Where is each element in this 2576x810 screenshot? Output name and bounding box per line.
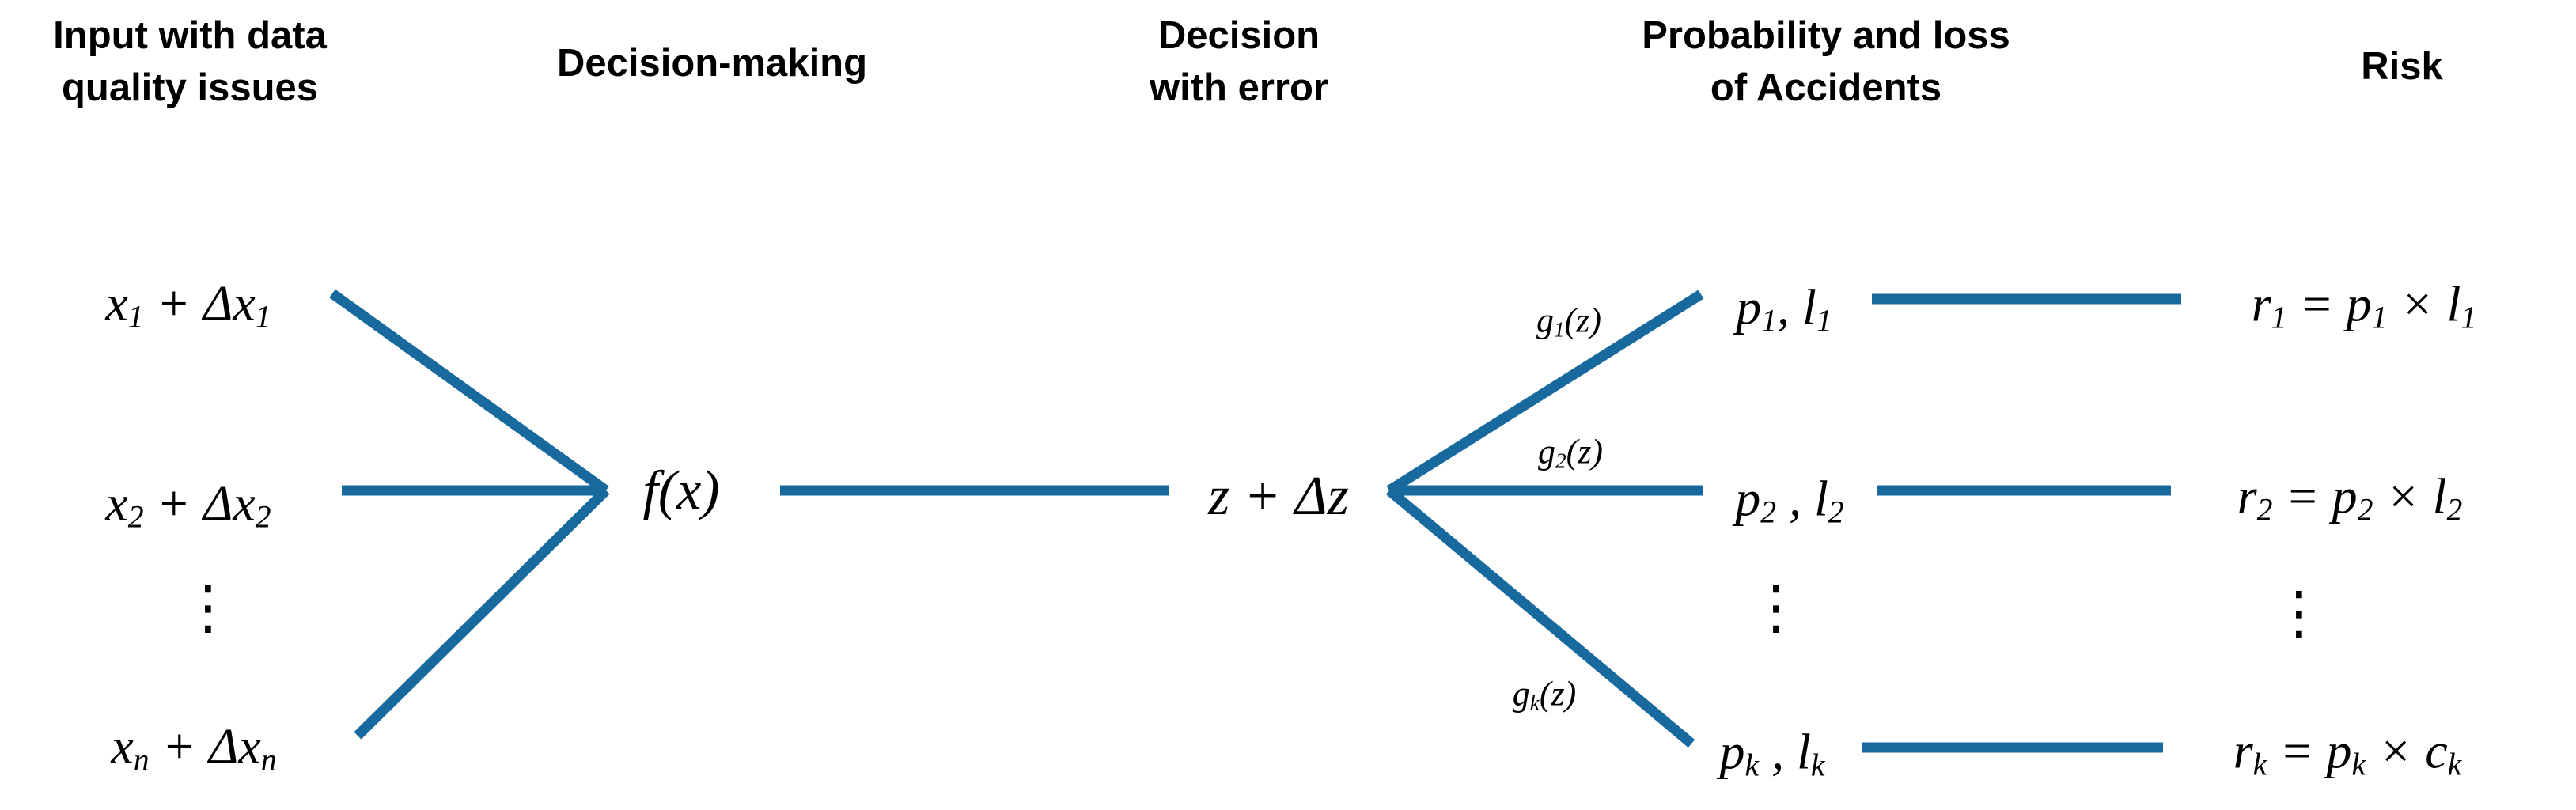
node-p2l2: p2 , l2 bbox=[1735, 470, 1844, 530]
input-ellipsis: ⋮ bbox=[179, 573, 237, 642]
node-xn: xn + Δxn bbox=[111, 717, 277, 778]
node-p1l1: p1, l1 bbox=[1736, 278, 1832, 339]
node-zdz: z + Δz bbox=[1208, 466, 1349, 527]
edge-label-g1: g1(z) bbox=[1536, 301, 1602, 342]
node-x2: x2 + Δx2 bbox=[105, 475, 271, 535]
header-decision-error: Decision with error bbox=[1150, 9, 1328, 114]
edge-label-gk: gk(z) bbox=[1512, 674, 1577, 715]
header-decision-making: Decision-making bbox=[557, 37, 867, 89]
prob-ellipsis: ⋮ bbox=[1747, 573, 1805, 642]
edge-z-to-p1 bbox=[1386, 290, 1704, 495]
header-risk: Risk bbox=[2361, 40, 2443, 93]
node-rk: rk = pk × ck bbox=[2233, 722, 2462, 782]
node-r2: r2 = p2 × l2 bbox=[2237, 467, 2463, 528]
edge-xn-to-fx bbox=[354, 486, 610, 740]
header-decision-making-line1: Decision-making bbox=[556, 42, 868, 85]
edge-z-to-pk bbox=[1385, 486, 1695, 748]
node-r1: r1 = p1 × l1 bbox=[2251, 275, 2477, 335]
header-decision-error-line2: with error bbox=[1150, 66, 1328, 109]
header-prob-loss-line2: of Accidents bbox=[1710, 66, 1942, 109]
node-x1: x1 + Δx1 bbox=[105, 274, 271, 335]
header-risk-line1: Risk bbox=[2361, 45, 2443, 88]
header-prob-loss-line1: Probability and loss bbox=[1642, 14, 2010, 57]
header-input-line1: Input with data bbox=[53, 14, 327, 57]
node-pklk: pk , lk bbox=[1719, 723, 1825, 783]
edge-x1-to-fx bbox=[329, 289, 609, 495]
header-input: Input with data quality issues bbox=[53, 9, 327, 114]
header-prob-loss: Probability and loss of Accidents bbox=[1642, 9, 2010, 114]
node-fx: f(x) bbox=[642, 460, 720, 521]
header-input-line2: quality issues bbox=[61, 66, 319, 109]
edge-label-g2: g2(z) bbox=[1537, 432, 1604, 473]
risk-ellipsis: ⋮ bbox=[2270, 579, 2328, 647]
header-decision-error-line1: Decision bbox=[1157, 14, 1320, 57]
